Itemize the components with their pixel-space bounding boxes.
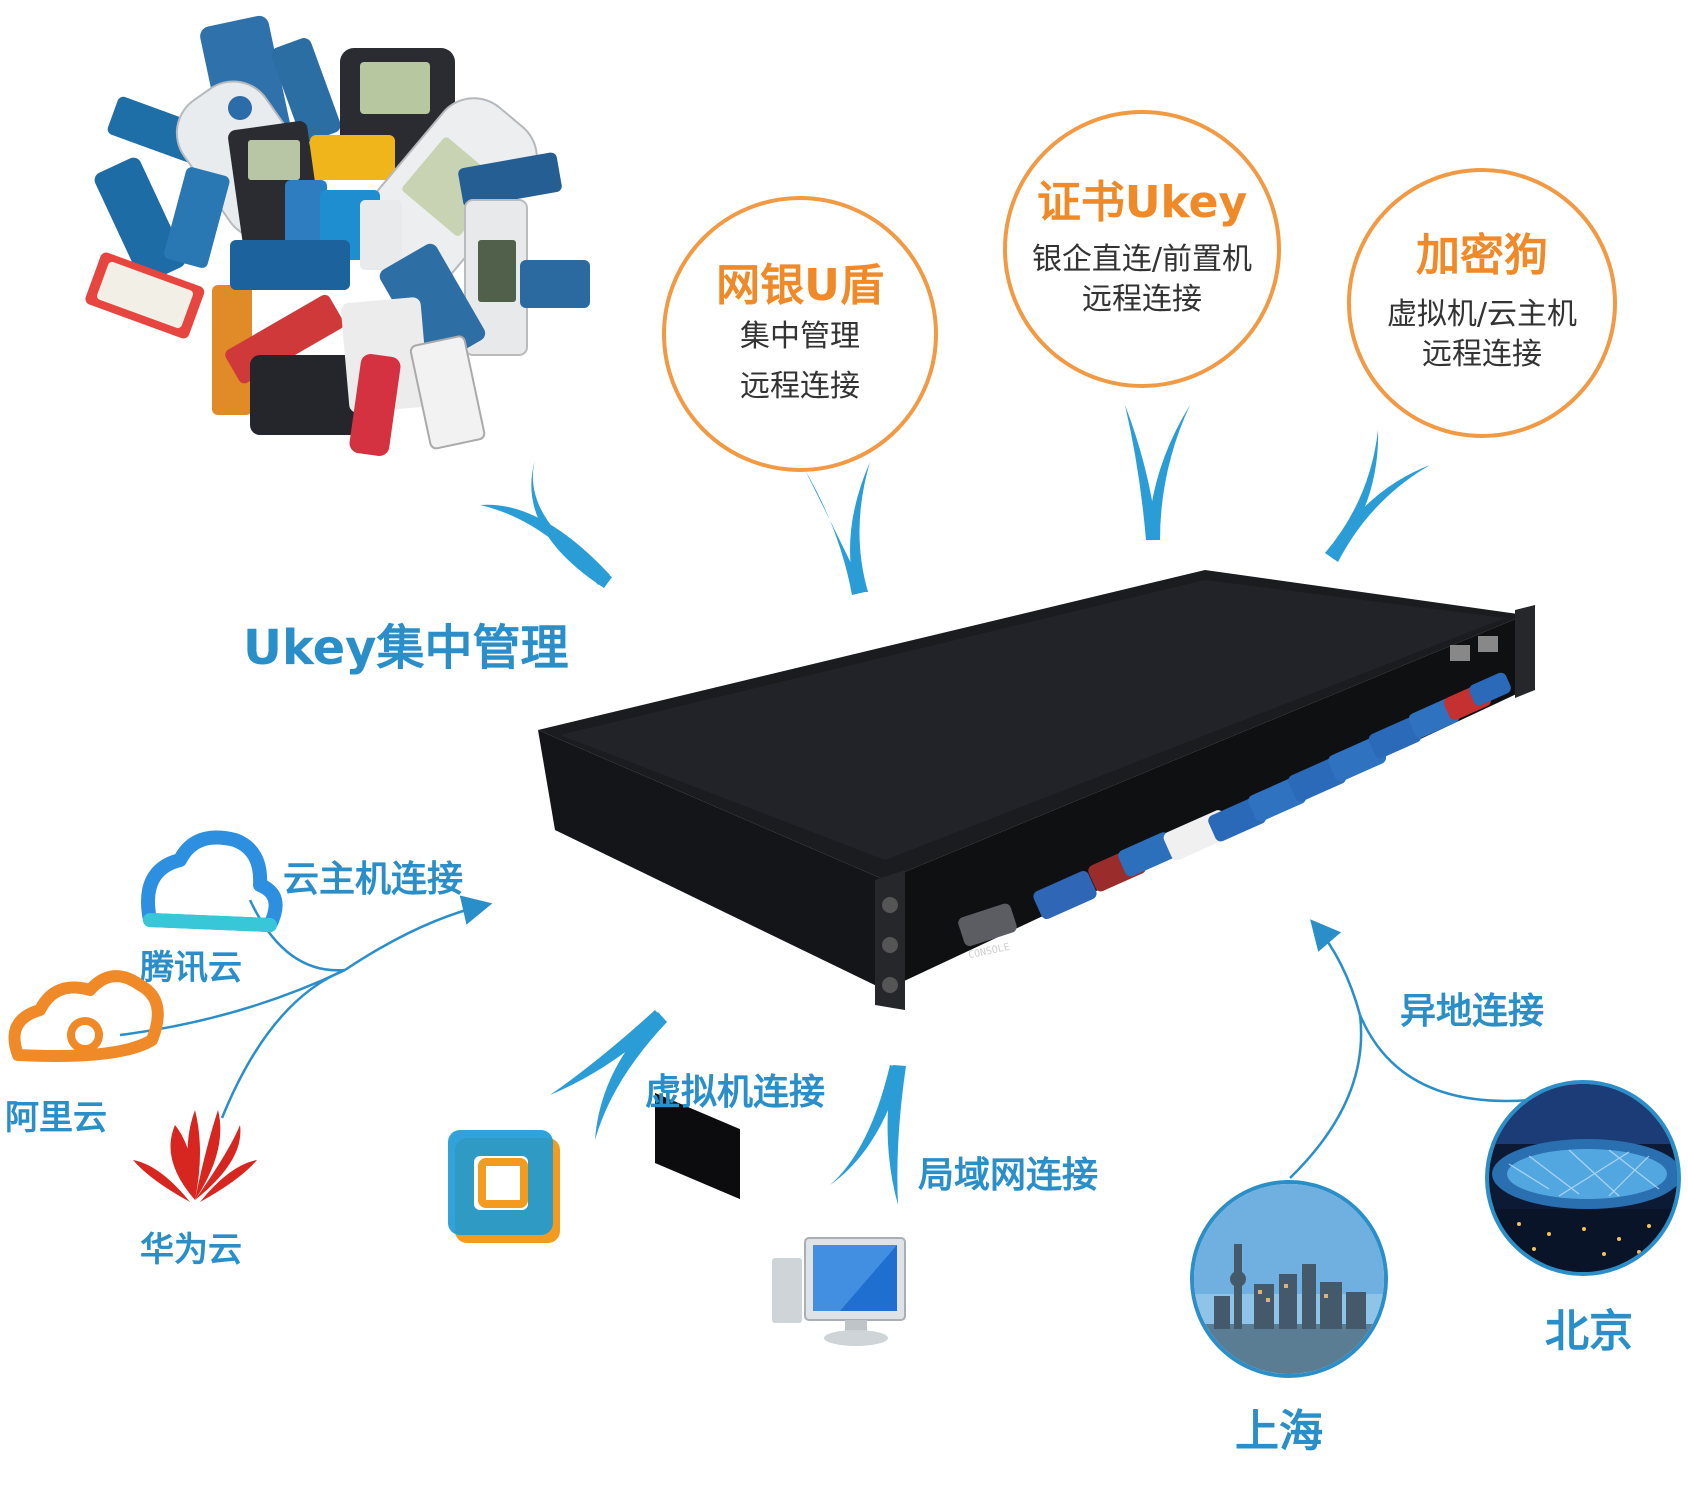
bubble-netbank-ushield: 网银U盾 集中管理 远程连接: [662, 196, 938, 472]
lan-connection-label: 局域网连接: [918, 1155, 1099, 1196]
bubble-title: 加密狗: [1416, 230, 1548, 282]
bubble-line: 远程连接: [1082, 282, 1202, 318]
line-tencent: [248, 899, 346, 972]
bubble-title: 网银U盾: [716, 260, 884, 312]
city-shanghai: 上海: [1235, 1406, 1323, 1457]
bubble-line: 远程连接: [1422, 337, 1542, 373]
bubble-cert-ukey: 证书Ukey 银企直连/前置机 远程连接: [1003, 110, 1281, 388]
arrow-lan: [830, 1065, 906, 1205]
arrow-bubble-2: [1125, 405, 1190, 540]
bubble-dongle: 加密狗 虚拟机/云主机 远程连接: [1347, 168, 1617, 438]
provider-aliyun: 阿里云: [5, 1098, 107, 1138]
line-shanghai: [1289, 1014, 1363, 1179]
remote-connection-label: 异地连接: [1400, 991, 1545, 1032]
arrow-bubble-1: [805, 462, 870, 595]
bubble-line: 集中管理: [740, 318, 860, 354]
line-huawei: [220, 968, 346, 1119]
arrow-bubble-3: [1325, 430, 1430, 562]
cloud-host-label: 云主机连接: [283, 859, 464, 900]
bubble-line: 远程连接: [740, 369, 860, 405]
shanghai-skyline-image: [1190, 1180, 1388, 1378]
bubble-title: 证书Ukey: [1036, 177, 1248, 229]
bubble-line: 银企直连/前置机: [1031, 241, 1253, 277]
provider-tencent: 腾讯云: [140, 948, 242, 988]
ukey-central-title: Ukey集中管理: [243, 620, 569, 676]
arrow-ukey-pile: [480, 460, 612, 588]
bubble-line: 虚拟机/云主机: [1386, 296, 1578, 332]
arrow-vm: [550, 1010, 667, 1140]
provider-huawei: 华为云: [140, 1230, 242, 1270]
line-remote-main: [1310, 919, 1362, 1016]
line-cloud-main: [344, 895, 493, 972]
city-beijing: 北京: [1545, 1306, 1633, 1357]
vm-connection-label: 虚拟机连接: [645, 1072, 826, 1113]
beijing-stadium-image: [1485, 1080, 1681, 1276]
